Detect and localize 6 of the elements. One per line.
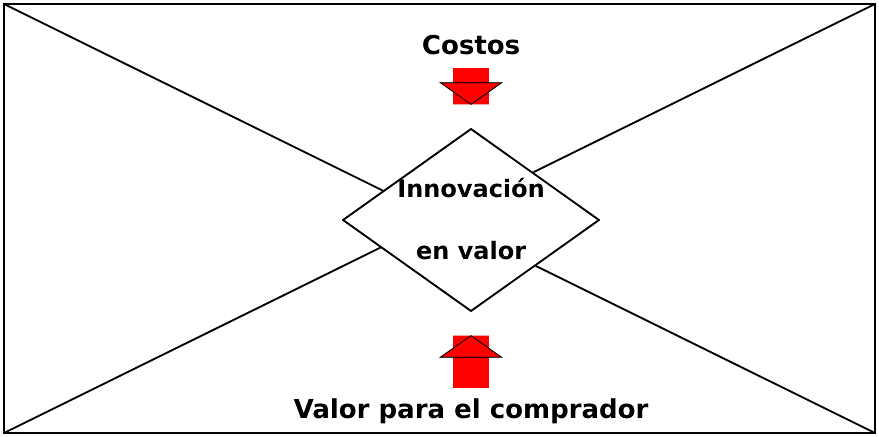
heading-label: Costos xyxy=(422,26,520,66)
heading-label: Valor para el comprador xyxy=(294,390,648,430)
block-arrow xyxy=(440,335,502,388)
block-arrow xyxy=(440,68,502,105)
node-label: Innovación en valor xyxy=(396,174,546,267)
decision-diamond xyxy=(342,128,600,312)
